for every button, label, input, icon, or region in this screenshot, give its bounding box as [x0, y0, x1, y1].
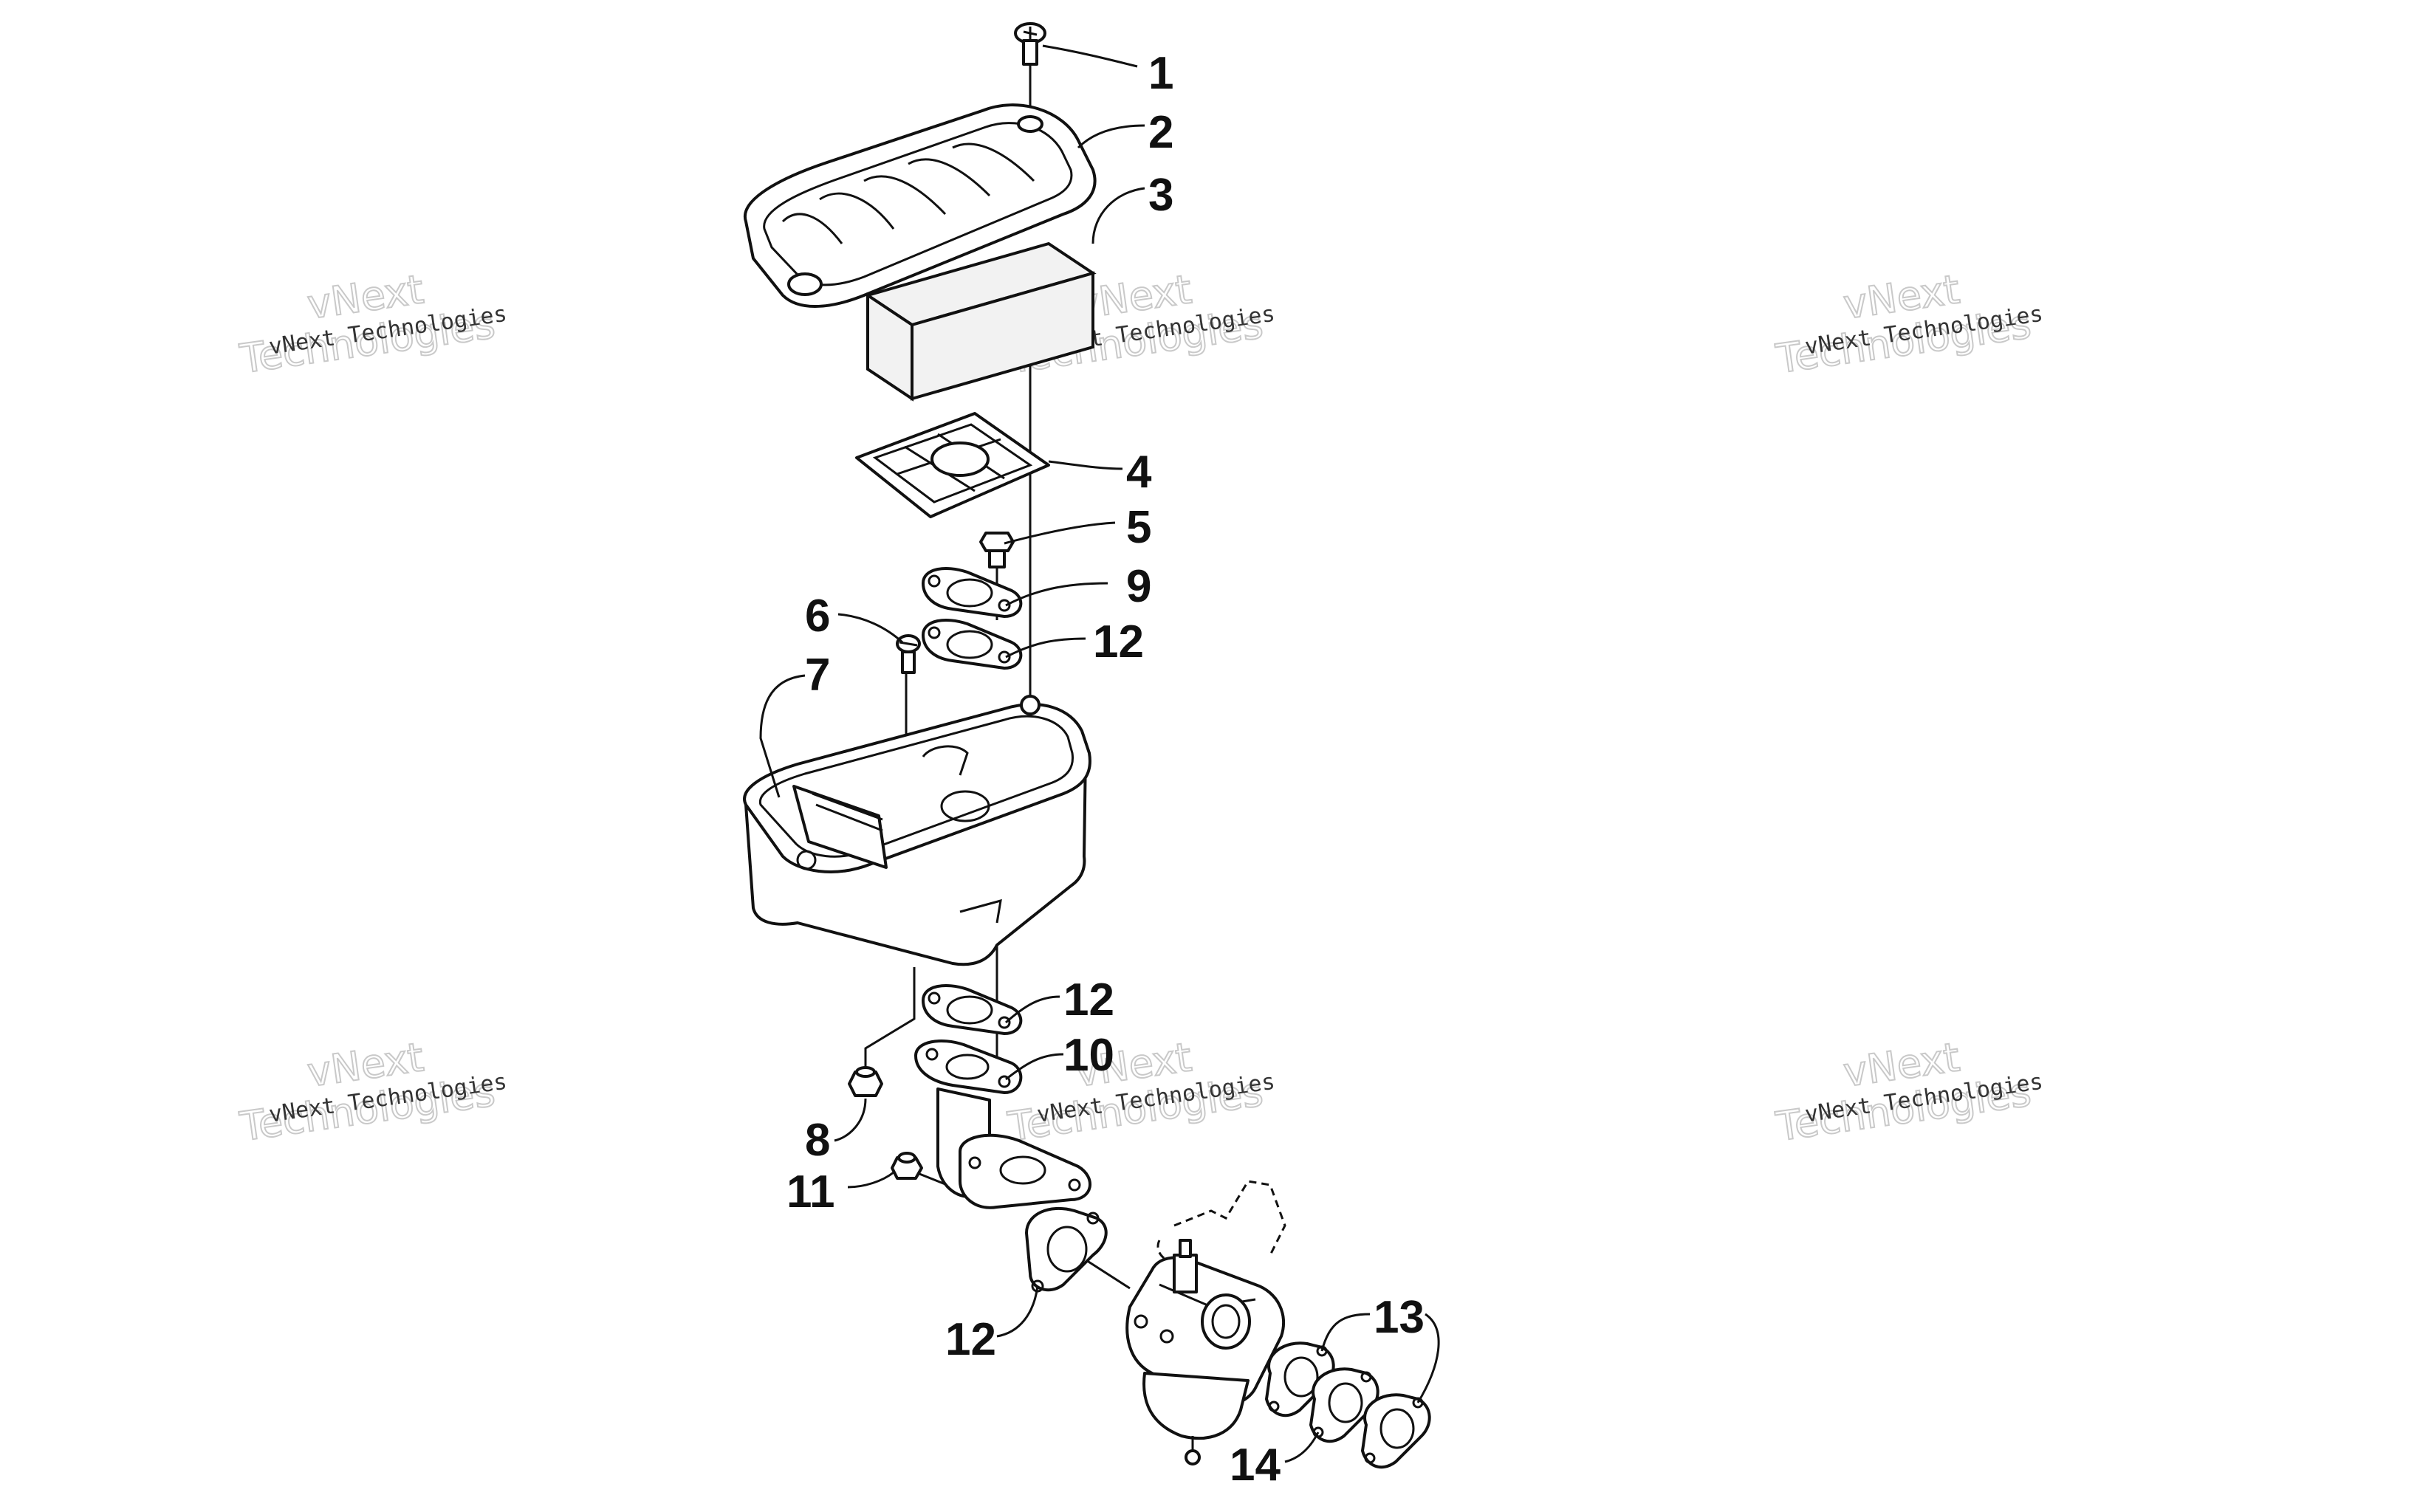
callout-12-upper: 12	[1093, 616, 1144, 667]
callout-7: 7	[805, 650, 830, 701]
callout-11: 11	[786, 1166, 835, 1217]
screw-part-1	[1014, 22, 1046, 66]
callout-6: 6	[805, 591, 830, 642]
callout-13: 13	[1374, 1292, 1425, 1343]
carburetor	[1125, 1180, 1286, 1465]
intake-elbow-part-10	[914, 1040, 1091, 1209]
callout-10: 10	[1063, 1030, 1114, 1081]
gasket-part-14	[1309, 1367, 1379, 1443]
watermark: vNext Technologies vNext Technologies	[236, 265, 509, 383]
callout-5: 5	[1126, 502, 1151, 553]
callout-3: 3	[1148, 170, 1173, 221]
nut-part-8	[848, 1066, 883, 1097]
air-filter-base-part-7	[743, 695, 1091, 966]
gasket-part-13-b	[1361, 1393, 1431, 1469]
watermark: vNext Technologies vNext Technologies	[1004, 1033, 1277, 1151]
gasket-part-13-a	[1265, 1341, 1335, 1418]
foam-element-part-3	[864, 241, 1097, 402]
callout-1: 1	[1148, 48, 1173, 99]
filter-screen-part-4	[855, 412, 1050, 518]
screw-part-6	[896, 634, 921, 674]
gasket-part-9	[922, 567, 1023, 618]
leader-lines	[759, 44, 1440, 1463]
callout-9: 9	[1126, 561, 1151, 612]
bolt-part-5	[979, 532, 1015, 568]
callout-14: 14	[1230, 1440, 1281, 1491]
air-filter-cover-part-2	[743, 103, 1097, 308]
gasket-part-12-lower	[1025, 1206, 1108, 1293]
nut-part-11	[891, 1152, 923, 1180]
callout-8: 8	[805, 1115, 830, 1166]
callout-labels: 1 2 3 4 5 9 12 6 7 12 10 8 11 12 13 14	[786, 48, 1425, 1491]
watermark: vNext Technologies vNext Technologies	[1772, 1033, 2045, 1151]
watermark: vNext Technologies vNext Technologies	[236, 1033, 509, 1151]
watermark: vNext Technologies vNext Technologies	[1772, 265, 2045, 383]
gasket-part-12-upper	[922, 619, 1023, 670]
callout-4: 4	[1126, 447, 1152, 498]
callout-2: 2	[1148, 107, 1173, 158]
callout-12-middle: 12	[1063, 975, 1114, 1025]
callout-12-lower: 12	[945, 1314, 996, 1365]
gasket-part-12-middle	[922, 984, 1023, 1035]
